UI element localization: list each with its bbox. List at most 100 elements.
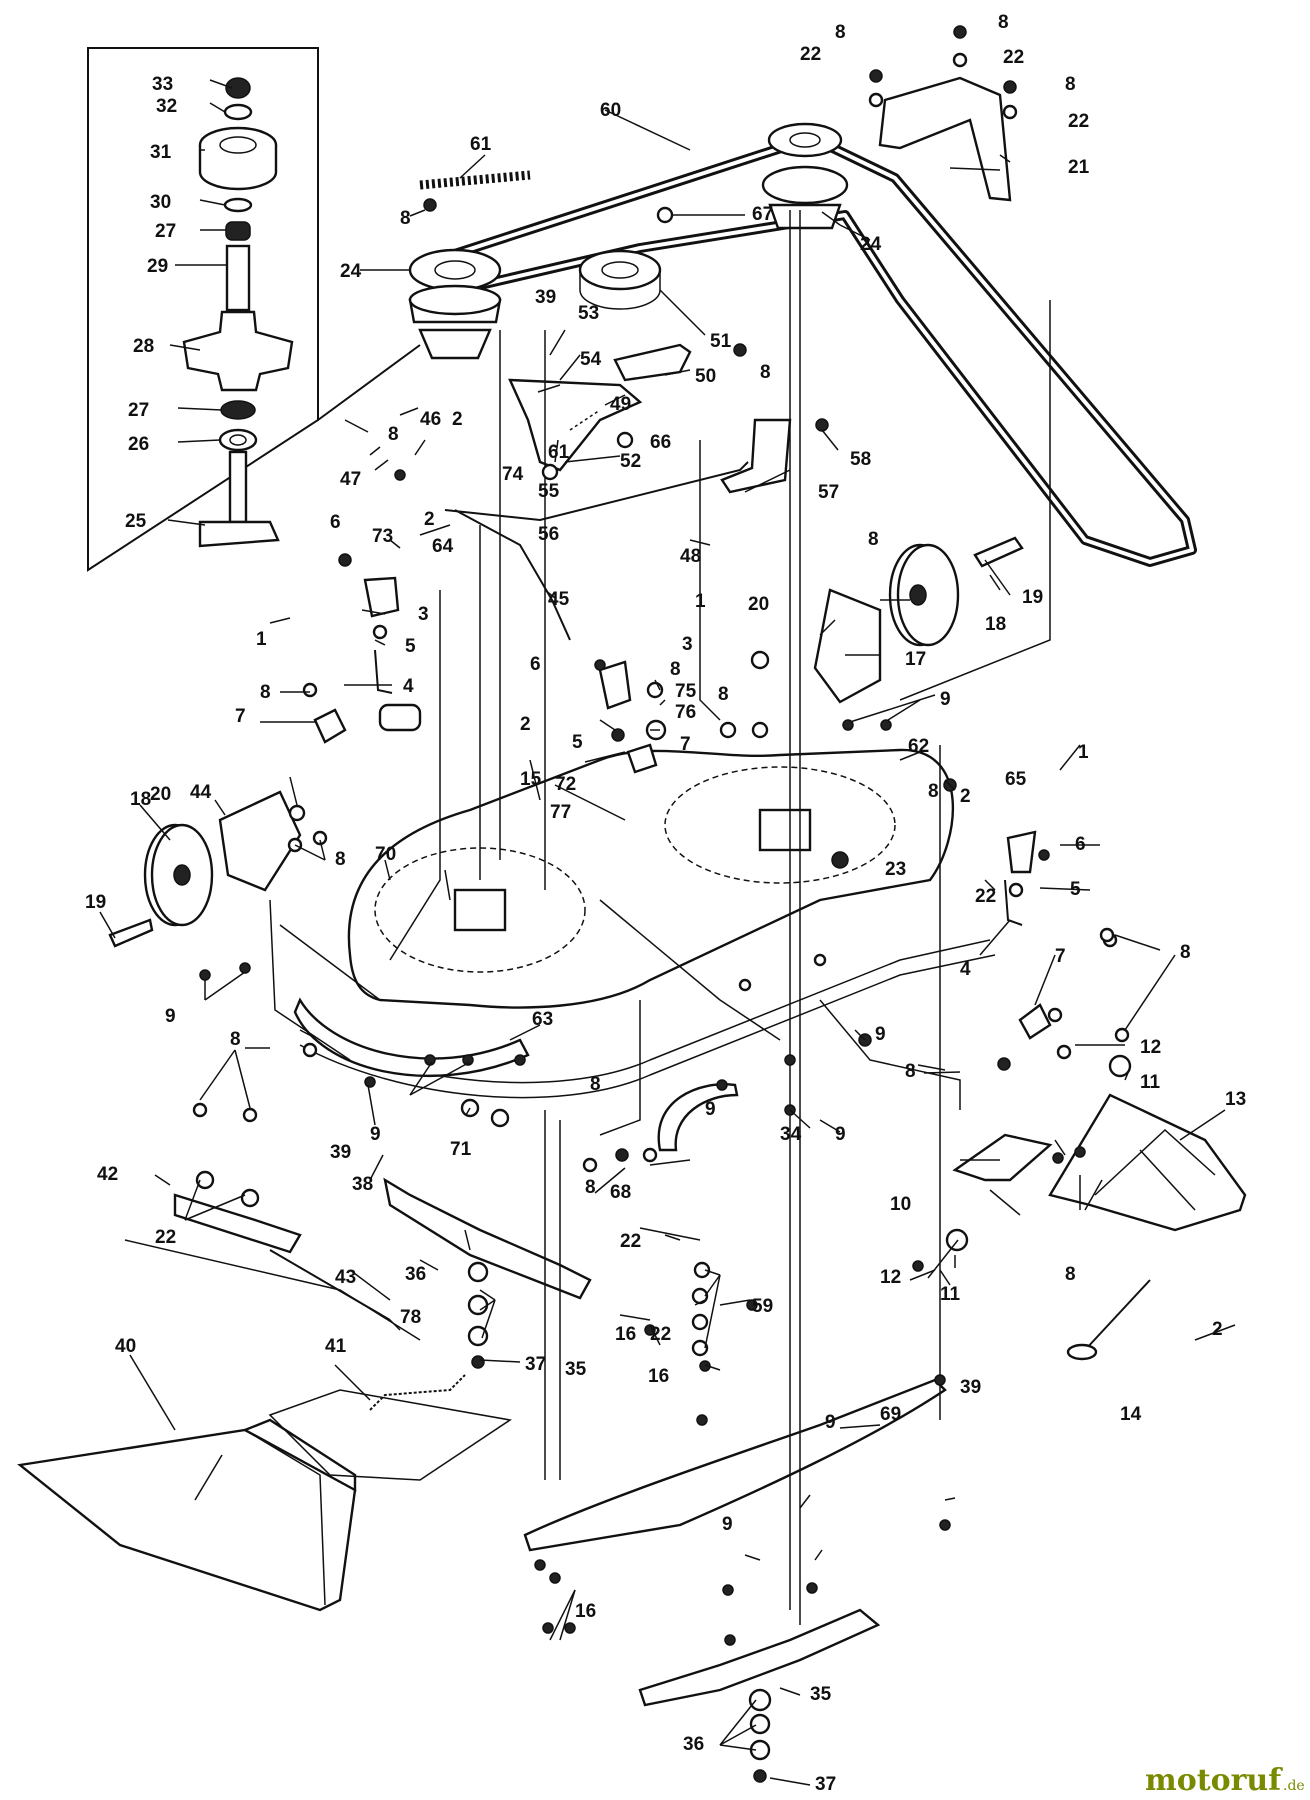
callout-58: 58 xyxy=(850,449,871,470)
callout-48: 48 xyxy=(680,546,701,567)
callout-8n: 8 xyxy=(1065,1264,1076,1285)
callout-28: 28 xyxy=(133,336,154,357)
callout-76: 76 xyxy=(675,702,696,723)
callout-75: 75 xyxy=(675,681,697,702)
callout-40: 40 xyxy=(115,1336,136,1357)
rod-14 xyxy=(1084,1279,1151,1351)
spring-top xyxy=(419,170,531,190)
callout-8o: 8 xyxy=(335,849,346,870)
callout-16c: 16 xyxy=(575,1601,596,1622)
callout-8h: 8 xyxy=(670,659,681,680)
wheel-left xyxy=(143,823,214,927)
rod-45 xyxy=(454,509,571,641)
callout-47: 47 xyxy=(340,469,361,490)
callout-2d: 2 xyxy=(960,786,971,807)
wheel-right xyxy=(888,543,960,647)
callout-50: 50 xyxy=(695,366,716,387)
callout-64: 64 xyxy=(432,536,454,557)
callout-45: 45 xyxy=(548,589,570,610)
callout-72: 72 xyxy=(555,774,576,795)
callout-71: 71 xyxy=(450,1139,472,1160)
callout-69: 69 xyxy=(880,1404,901,1425)
callout-8f: 8 xyxy=(388,424,399,445)
callout-8e: 8 xyxy=(1065,74,1076,95)
blade-upper xyxy=(383,1177,592,1300)
callout-38: 38 xyxy=(352,1174,373,1195)
callout-1b: 1 xyxy=(695,591,706,612)
callout-8b: 8 xyxy=(760,362,771,383)
callout-6b: 6 xyxy=(530,654,541,675)
callout-4b: 4 xyxy=(960,959,971,980)
callout-39a: 39 xyxy=(535,287,556,308)
bracket-50 xyxy=(613,343,692,382)
callout-62: 62 xyxy=(908,736,929,757)
callout-30: 30 xyxy=(150,192,171,213)
callout-63: 63 xyxy=(532,1009,553,1030)
callout-12b: 12 xyxy=(880,1267,901,1288)
callout-4a: 4 xyxy=(403,676,414,697)
callout-61: 61 xyxy=(470,134,492,155)
callout-9c: 9 xyxy=(165,1006,176,1027)
callout-57: 57 xyxy=(818,482,839,503)
callout-14: 14 xyxy=(1120,1404,1142,1425)
deflector-13 xyxy=(1048,1093,1247,1232)
callout-13: 13 xyxy=(1225,1089,1246,1110)
callout-17: 17 xyxy=(905,649,926,670)
callout-22d: 22 xyxy=(975,886,996,907)
callout-56: 56 xyxy=(538,524,559,545)
callout-8l: 8 xyxy=(1180,942,1191,963)
callout-44: 44 xyxy=(190,782,212,803)
callout-11a: 11 xyxy=(1140,1072,1161,1093)
callout-9e: 9 xyxy=(705,1099,716,1120)
callout-36b: 36 xyxy=(683,1734,704,1755)
callout-25: 25 xyxy=(125,511,147,532)
callout-24a: 24 xyxy=(340,261,362,282)
blade-lower xyxy=(638,1608,881,1707)
callout-8a: 8 xyxy=(400,208,411,229)
baffle-38 xyxy=(293,997,530,1077)
callout-18b: 18 xyxy=(130,789,151,810)
callout-68: 68 xyxy=(610,1182,631,1203)
callout-52: 52 xyxy=(620,451,641,472)
watermark-brand: motoruf xyxy=(1145,1763,1283,1798)
baffle-68 xyxy=(657,1083,739,1152)
callout-41: 41 xyxy=(325,1336,347,1357)
callout-20a: 20 xyxy=(748,594,769,615)
callout-51: 51 xyxy=(710,331,732,352)
callout-37b: 37 xyxy=(815,1774,836,1795)
callout-2e: 2 xyxy=(1212,1319,1223,1340)
callout-9f: 9 xyxy=(835,1124,846,1145)
callout-22g: 22 xyxy=(650,1324,671,1345)
callout-16a: 16 xyxy=(615,1324,636,1345)
callout-9h: 9 xyxy=(722,1514,733,1535)
callout-34: 34 xyxy=(780,1124,802,1145)
callout-32: 32 xyxy=(156,96,177,117)
callout-1c: 1 xyxy=(1078,742,1089,763)
callout-8d: 8 xyxy=(998,12,1009,33)
callout-61b: 61 xyxy=(548,442,570,463)
watermark: motoruf .de xyxy=(1145,1763,1305,1798)
callout-8q: 8 xyxy=(590,1074,601,1095)
callout-9g: 9 xyxy=(825,1412,836,1433)
belt-guard xyxy=(878,76,1012,202)
watermark-tld: .de xyxy=(1283,1778,1305,1794)
callout-37a: 37 xyxy=(525,1354,546,1375)
callout-42: 42 xyxy=(97,1164,118,1185)
callout-31: 31 xyxy=(150,142,172,163)
callout-7a: 7 xyxy=(235,706,246,727)
bracket-42 xyxy=(173,1193,302,1254)
callout-12a: 12 xyxy=(1140,1037,1161,1058)
callout-7b: 7 xyxy=(680,734,691,755)
callout-20b: 20 xyxy=(150,784,171,805)
deck-shell xyxy=(299,748,996,1099)
callout-16b: 16 xyxy=(648,1366,669,1387)
callout-15: 15 xyxy=(520,769,542,790)
callout-19a: 19 xyxy=(1022,587,1043,608)
pulleys xyxy=(408,122,849,360)
callout-49: 49 xyxy=(610,394,631,415)
callout-70: 70 xyxy=(375,844,396,865)
callout-22f: 22 xyxy=(620,1231,641,1252)
callout-22e: 22 xyxy=(155,1227,176,1248)
